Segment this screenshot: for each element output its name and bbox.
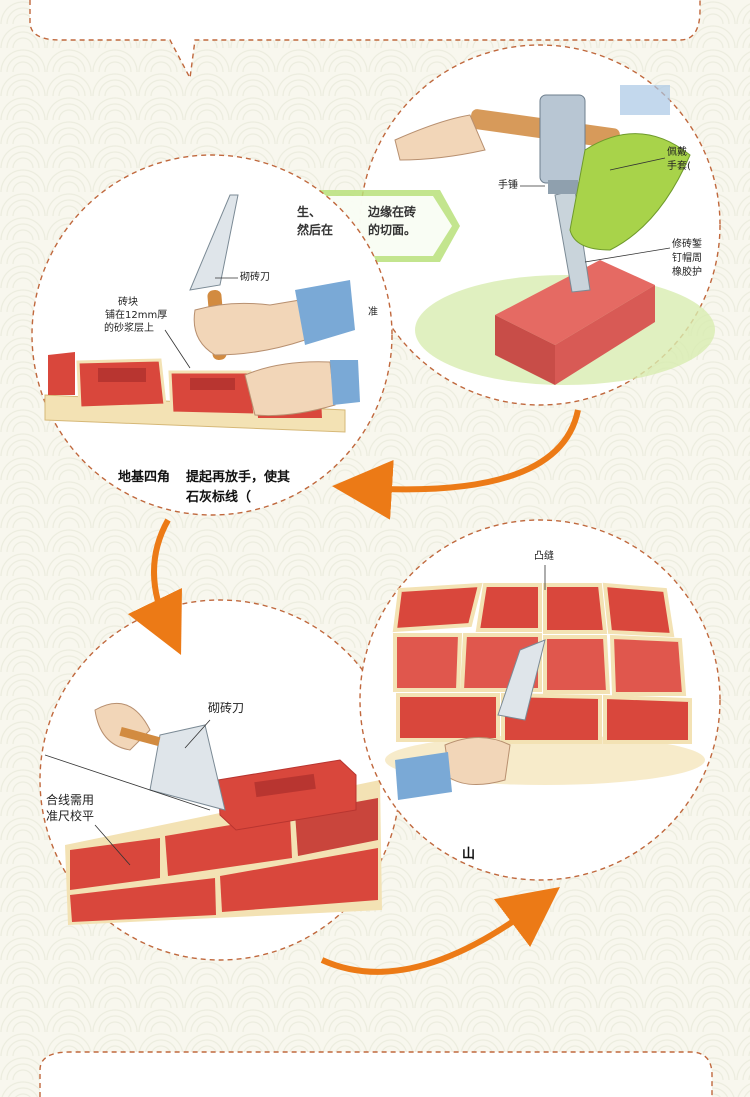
brick-label: 砖块: [118, 297, 138, 308]
joint-label: 凸缝: [534, 551, 554, 562]
hexagon-note: 生、 然后在: [297, 203, 333, 239]
hexagon-note-line4: 的切面。: [368, 223, 417, 237]
caption-corner: 地基四角: [118, 470, 171, 485]
brick-sub-label-2: 的砂浆层上: [104, 323, 154, 334]
fragment-text: 准: [368, 307, 378, 318]
panel-leveling-circle: [39, 599, 401, 961]
level-label-2: 准尺校平: [46, 809, 95, 823]
panel4-fragment: 山: [462, 847, 476, 862]
bottom-speech-bubble: [39, 1051, 713, 1097]
hammer-label: 手锤: [498, 180, 518, 191]
panel-laying-brick-circle: [31, 154, 393, 516]
hexagon-note-right: 边缘在砖 的切面。: [368, 203, 416, 239]
level-label-1: 合线需用: [46, 793, 95, 807]
gloves-label: 佩戴 手套(: [667, 147, 691, 172]
panel-joint-circle: [359, 519, 721, 881]
top-speech-bubble: [29, 0, 701, 81]
hexagon-note-line1: 生、: [297, 205, 322, 219]
caption-lime-line: 石灰标线（: [186, 490, 252, 505]
arrow-panel2-to-panel3: [127, 518, 182, 656]
arrow-panel1-to-panel2: [332, 409, 581, 520]
trowel-label-lower: 砌砖刀: [208, 701, 245, 715]
caption-lift: 提起再放手，使其: [186, 470, 291, 485]
trowel-label: 砌砖刀: [240, 272, 270, 283]
brick-sub-label-1: 铺在12mm厚: [105, 310, 168, 321]
hexagon-note-line2: 然后在: [297, 223, 334, 237]
arrow-panel3-to-panel4: [320, 886, 560, 975]
chisel-label: 修砖錾 钉帽周 橡胶护: [672, 239, 702, 278]
hexagon-note-line3: 边缘在砖: [368, 205, 417, 219]
